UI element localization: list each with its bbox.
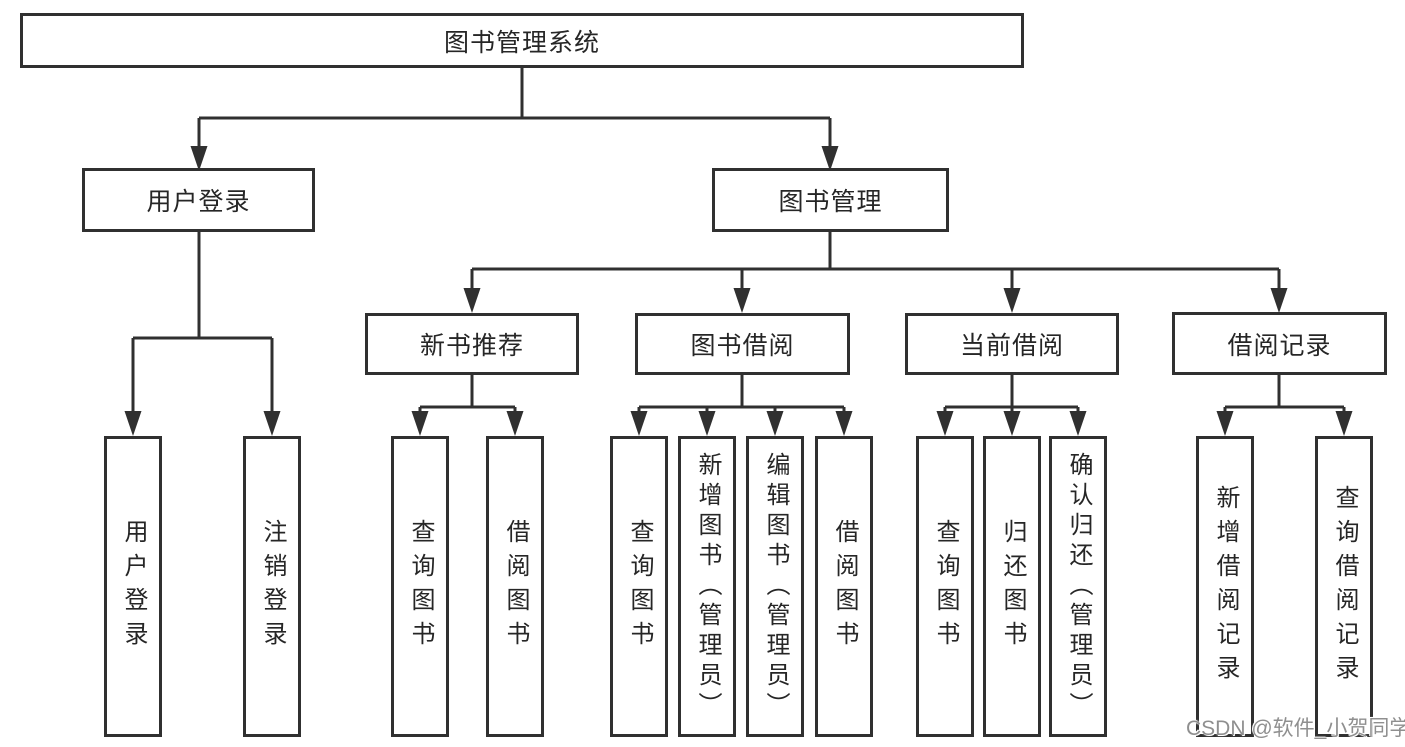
leaf-user-login-label: 用户登录 xyxy=(120,518,147,655)
leaf-bb-edit-book-label: 编辑图书（管理员） xyxy=(762,451,789,722)
leaf-cb-confirm-return-label: 确认归还（管理员） xyxy=(1065,451,1092,722)
leaf-br-query-record: 查询借阅记录 xyxy=(1315,436,1373,737)
leaf-cb-return-book-label: 归还图书 xyxy=(999,518,1026,655)
node-current-borrow: 当前借阅 xyxy=(905,313,1119,375)
leaf-bb-add-book-label: 新增图书（管理员） xyxy=(694,451,721,722)
node-book-borrow-label: 图书借阅 xyxy=(690,332,795,360)
node-book-borrow: 图书借阅 xyxy=(635,313,850,375)
node-user-login: 用户登录 xyxy=(82,168,315,232)
leaf-nbr-query-book: 查询图书 xyxy=(391,436,449,737)
leaf-nbr-borrow-book: 借阅图书 xyxy=(486,436,544,737)
node-current-borrow-label: 当前借阅 xyxy=(959,332,1064,360)
leaf-bb-add-book: 新增图书（管理员） xyxy=(678,436,736,737)
leaf-br-query-record-label: 查询借阅记录 xyxy=(1331,484,1358,689)
csdn-watermark: CSDN @软件_小贺同学 xyxy=(1186,717,1405,740)
node-book-management: 图书管理 xyxy=(712,168,949,232)
leaf-cb-query-book-label: 查询图书 xyxy=(932,518,959,655)
leaf-bb-query-book-label: 查询图书 xyxy=(626,518,653,655)
leaf-cb-query-book: 查询图书 xyxy=(916,436,974,737)
leaf-nbr-borrow-book-label: 借阅图书 xyxy=(502,518,529,655)
leaf-bb-borrow-book: 借阅图书 xyxy=(815,436,873,737)
leaf-br-add-record: 新增借阅记录 xyxy=(1196,436,1254,737)
leaf-bb-borrow-book-label: 借阅图书 xyxy=(831,518,858,655)
leaf-cb-confirm-return: 确认归还（管理员） xyxy=(1049,436,1107,737)
leaf-user-login: 用户登录 xyxy=(104,436,162,737)
node-book-management-label: 图书管理 xyxy=(778,188,883,216)
node-root-label: 图书管理系统 xyxy=(443,28,600,57)
leaf-nbr-query-book-label: 查询图书 xyxy=(407,518,434,655)
leaf-logout: 注销登录 xyxy=(243,436,301,737)
leaf-bb-edit-book: 编辑图书（管理员） xyxy=(746,436,804,737)
node-new-book-recommend: 新书推荐 xyxy=(365,313,579,375)
leaf-bb-query-book: 查询图书 xyxy=(610,436,668,737)
leaf-cb-return-book: 归还图书 xyxy=(983,436,1041,737)
leaf-logout-label: 注销登录 xyxy=(259,518,286,655)
node-borrow-records-label: 借阅记录 xyxy=(1227,331,1332,360)
node-borrow-records: 借阅记录 xyxy=(1172,312,1387,375)
node-new-book-recommend-label: 新书推荐 xyxy=(419,332,524,360)
node-user-login-label: 用户登录 xyxy=(146,188,251,216)
leaf-br-add-record-label: 新增借阅记录 xyxy=(1212,484,1239,689)
node-root: 图书管理系统 xyxy=(20,13,1024,68)
